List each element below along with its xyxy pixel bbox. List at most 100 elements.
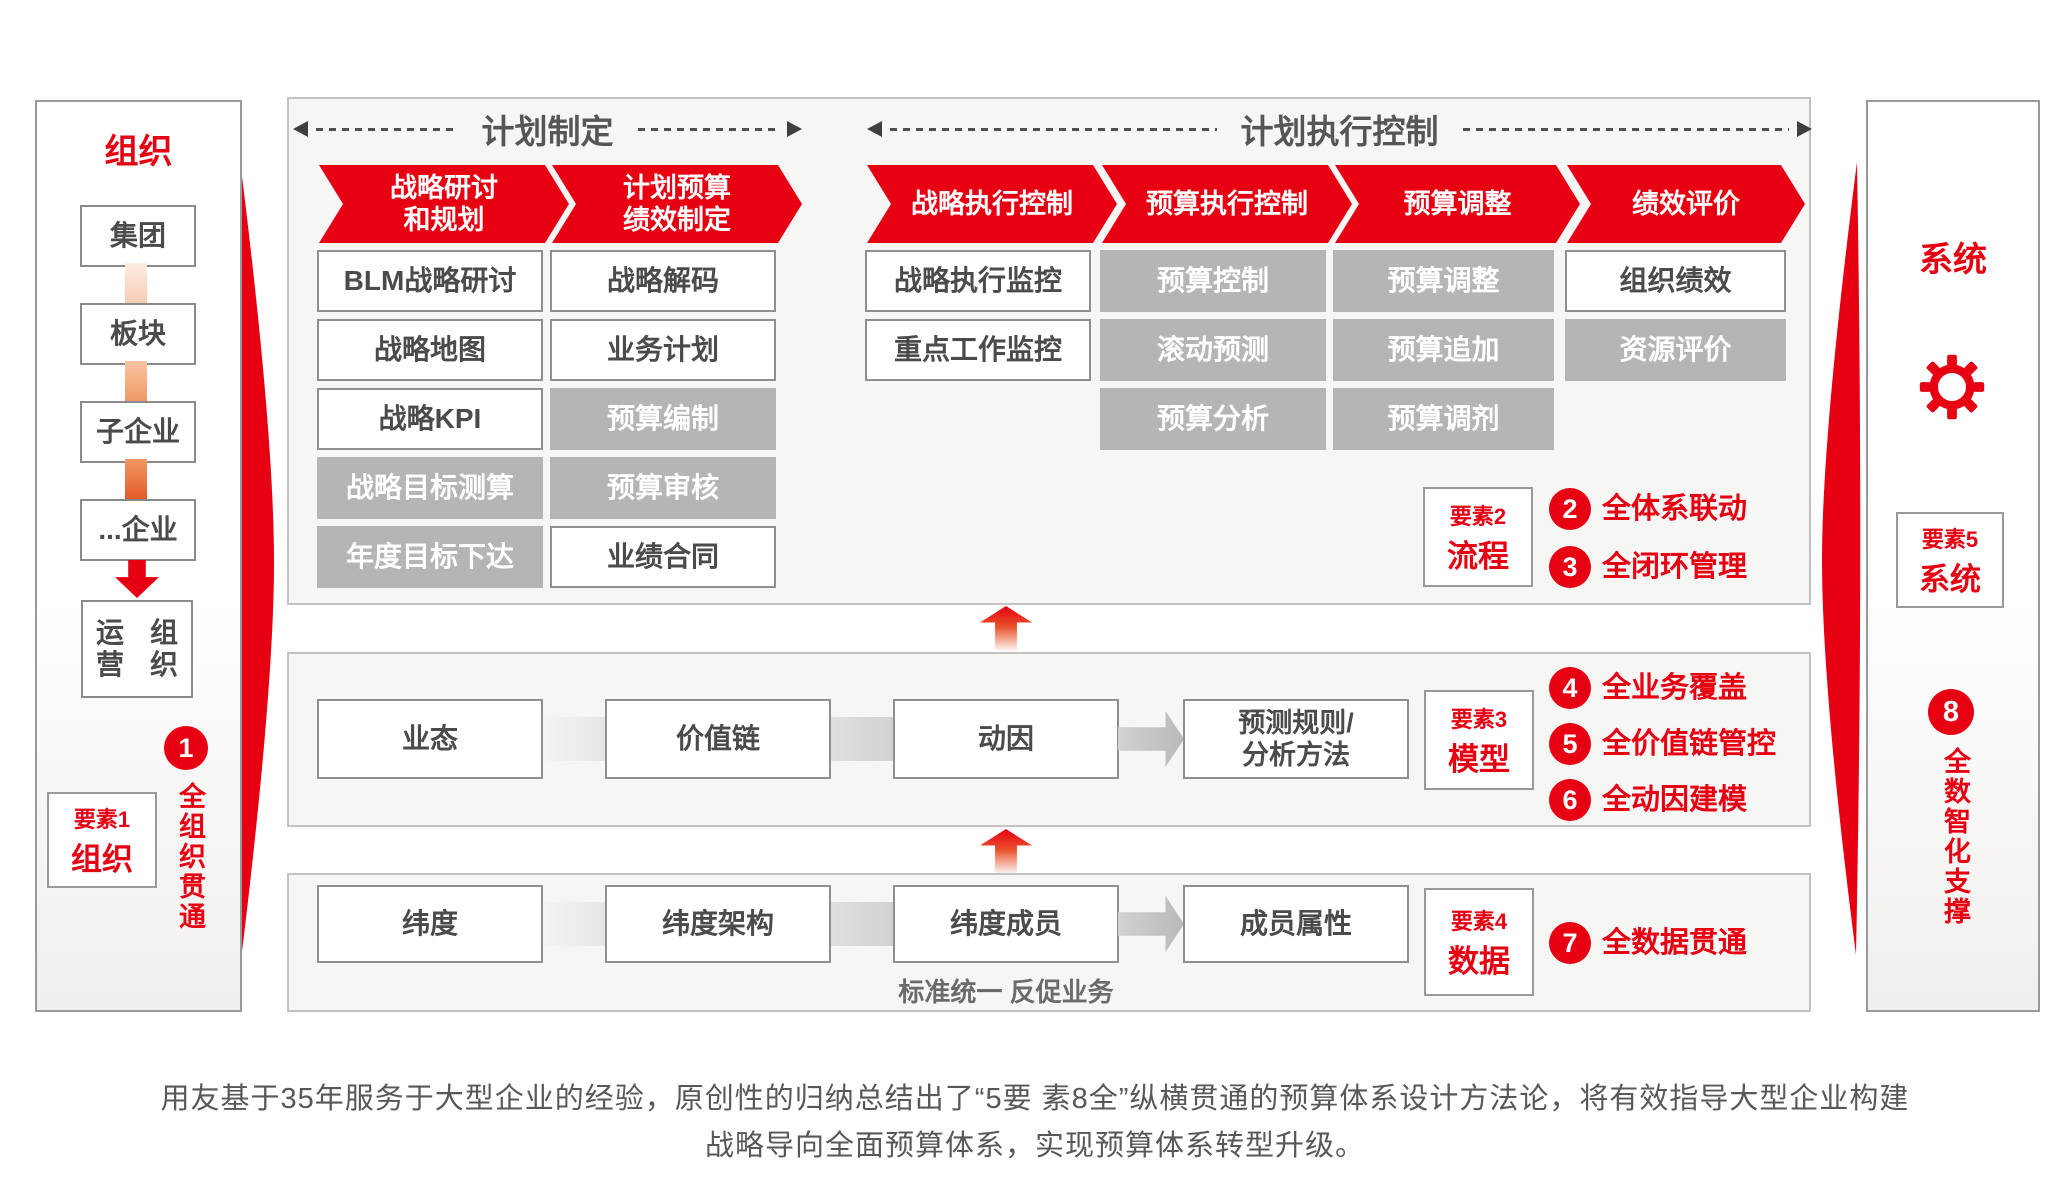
chevron-line: 战略执行控制	[911, 188, 1073, 219]
badge-7-text: 全数据贯通	[1602, 927, 1748, 959]
badge-4: 4	[1549, 667, 1591, 709]
chevron-performance-eval: 绩效评价	[1567, 165, 1805, 243]
caption-line-2: 战略导向全面预算体系，实现预算体系转型升级。	[704, 1130, 1365, 1162]
up-arrow-icon	[980, 829, 1032, 875]
chevron-line: 绩效评价	[1632, 188, 1740, 219]
factor-3-label: 要素3	[1450, 706, 1508, 732]
badge-3-text: 全闭环管理	[1602, 551, 1748, 583]
flow-box: 战略执行监控	[865, 250, 1091, 312]
phase-exec-title: 计划执行控制	[1240, 113, 1439, 150]
data-box-dimension-structure: 纬度架构	[605, 885, 831, 963]
org-level-operating: 运营 组织	[81, 600, 193, 698]
operating-org-line1: 运营	[95, 616, 124, 680]
badge-8: 8	[1928, 689, 1974, 735]
operating-org-line2: 组织	[149, 616, 178, 680]
phase-plan-title: 计划制定	[481, 113, 614, 150]
factor-5-label: 要素5	[1921, 526, 1979, 552]
model-box-forecast-rules: 预测规则/ 分析方法	[1183, 699, 1409, 779]
badge-1-text: 全组织贯通	[175, 782, 205, 932]
model-box-business-type: 业态	[317, 699, 543, 779]
dashed-line	[637, 127, 779, 131]
flow-box: 预算分析	[1100, 388, 1326, 450]
flow-box: 预算控制	[1100, 250, 1326, 312]
badge-7: 7	[1549, 922, 1591, 964]
chevron-line: 预算调整	[1403, 188, 1512, 219]
connector	[543, 717, 605, 761]
gear-icon	[1919, 354, 1985, 420]
factor-4-box: 要素4 数据	[1424, 888, 1534, 996]
factor-1-name: 组织	[71, 841, 133, 877]
flow-box: BLM战略研讨	[317, 250, 543, 312]
left-arrowhead-icon	[293, 121, 308, 137]
chevron-strategy-exec: 战略执行控制	[867, 165, 1117, 243]
org-level-enterprise: ...企业	[80, 499, 196, 561]
org-connector-1	[125, 263, 147, 303]
badge-4-text: 全业务覆盖	[1602, 672, 1748, 704]
badge-1: 1	[164, 726, 208, 770]
org-connector-3	[125, 459, 147, 499]
badge-2: 2	[1549, 488, 1591, 530]
phase-exec-header: 计划执行控制	[867, 106, 1812, 152]
flow-box: 战略目标测算	[317, 457, 543, 519]
chevron-strategy-review: 战略研讨 和规划	[319, 165, 569, 243]
flow-box: 预算调剂	[1333, 388, 1554, 450]
org-level-segment: 板块	[80, 303, 196, 365]
model-box-value-chain: 价值链	[605, 699, 831, 779]
factor-4-name: 数据	[1448, 943, 1510, 979]
system-panel-title: 系统	[1919, 241, 1987, 279]
chevron-budget-adjust: 预算调整	[1335, 165, 1580, 243]
factor-1-label: 要素1	[73, 806, 131, 832]
badge-3: 3	[1549, 546, 1591, 588]
chevron-plan-budget: 计划预算 绩效制定	[552, 165, 802, 243]
flow-box: 滚动预测	[1100, 319, 1326, 381]
left-arrowhead-icon	[867, 121, 882, 137]
factor-3-box: 要素3 模型	[1424, 690, 1534, 790]
forecast-line2: 分析方法	[1242, 740, 1350, 770]
flow-box: 战略KPI	[317, 388, 543, 450]
factor-4-label: 要素4	[1450, 908, 1508, 934]
flow-box: 预算调整	[1333, 250, 1554, 312]
factor-5-name: 系统	[1919, 561, 1981, 597]
data-band-note: 标准统一 反促业务	[898, 977, 1114, 1007]
org-panel-title: 组织	[104, 133, 173, 171]
chevron-budget-exec: 预算执行控制	[1102, 165, 1352, 243]
dashed-line	[890, 127, 1217, 131]
flow-box: 业务计划	[550, 319, 776, 381]
flow-box: 年度目标下达	[317, 526, 543, 588]
badge-8-text: 全数智化支撑	[1940, 747, 1970, 927]
chevron-line: 战略研讨	[390, 172, 498, 203]
data-box-member-attribute: 成员属性	[1183, 885, 1409, 963]
badge-6: 6	[1549, 779, 1591, 821]
chevron-line: 和规划	[403, 205, 485, 235]
right-arrowhead-icon	[787, 121, 802, 137]
model-box-driver: 动因	[893, 699, 1119, 779]
right-swoosh-shape	[1822, 162, 1861, 955]
factor-2-label: 要素2	[1449, 503, 1507, 529]
flow-box: 战略地图	[317, 319, 543, 381]
data-box-dimension-member: 纬度成员	[893, 885, 1119, 963]
dashed-line	[316, 127, 458, 131]
org-level-group: 集团	[80, 205, 196, 267]
flow-box: 战略解码	[550, 250, 776, 312]
factor-1-box: 要素1 组织	[47, 792, 157, 888]
flow-box: 预算追加	[1333, 319, 1554, 381]
up-arrow-icon	[980, 606, 1032, 652]
badge-5-text: 全价值链管控	[1602, 728, 1777, 760]
connector	[831, 902, 893, 946]
flow-box: 组织绩效	[1565, 250, 1786, 312]
caption-line-1: 用友基于35年服务于大型企业的经验，原创性的归纳总结出了“5要 素8全”纵横贯通…	[160, 1083, 1910, 1115]
connector	[831, 717, 893, 761]
badge-6-text: 全动因建模	[1602, 784, 1748, 816]
flow-box: 重点工作监控	[865, 319, 1091, 381]
org-level-subsidiary: 子企业	[80, 401, 196, 463]
right-arrowhead-icon	[1797, 121, 1812, 137]
forecast-line1: 预测规则/	[1238, 707, 1354, 738]
org-connector-2	[125, 361, 147, 401]
flow-box: 预算审核	[550, 457, 776, 519]
phase-plan-header: 计划制定	[293, 106, 802, 152]
flow-box: 预算编制	[550, 388, 776, 450]
chevron-line: 预算执行控制	[1146, 188, 1308, 219]
factor-2-name: 流程	[1447, 538, 1509, 574]
chevron-line: 计划预算	[623, 172, 731, 203]
